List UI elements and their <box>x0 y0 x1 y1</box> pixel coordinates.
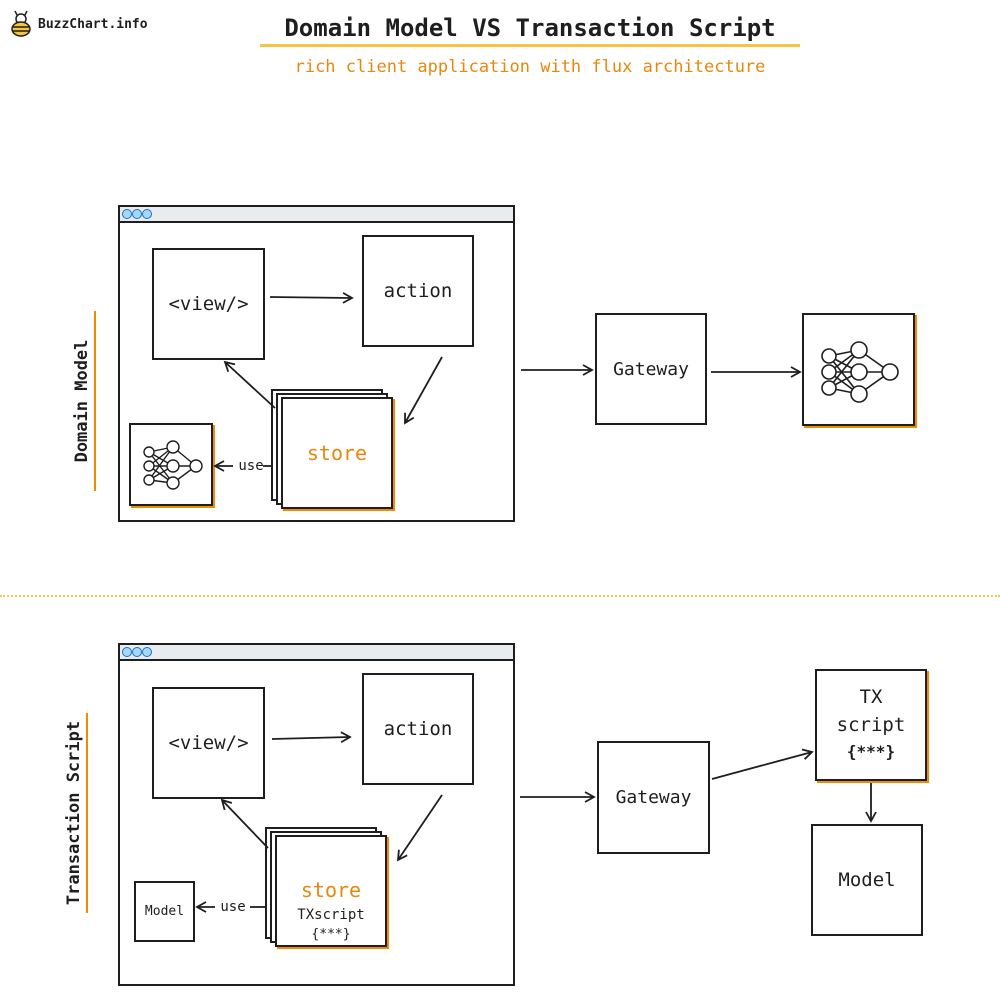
page-subtitle: rich client application with flux archit… <box>294 57 766 77</box>
gateway-label-tx: Gateway <box>615 787 692 808</box>
model-small-box-tx <box>134 881 195 942</box>
action-label-tx: action <box>383 718 453 740</box>
view-box-tx <box>152 687 265 799</box>
store-box-tx <box>275 835 387 947</box>
window-titlebar <box>120 207 513 223</box>
gateway-box-domain <box>595 313 707 425</box>
view-label-tx: <view/> <box>168 732 249 754</box>
tx-script-line2: script <box>836 714 906 736</box>
store-box-domain <box>281 397 393 509</box>
bee-icon <box>11 10 31 37</box>
store-label-domain: store <box>306 441 368 465</box>
model-label-tx: Model <box>838 869 896 891</box>
logo: BuzzChart.info <box>8 10 148 38</box>
view-box-domain <box>152 248 265 360</box>
use-label-domain: use <box>238 458 264 474</box>
action-box-tx <box>362 673 474 785</box>
page-title: Domain Model VS Transaction Script <box>260 12 800 47</box>
gateway-box-tx <box>597 741 710 854</box>
model-box-tx <box>811 824 923 936</box>
store-label-tx: store <box>300 878 362 902</box>
window-titlebar <box>120 645 513 661</box>
tx-script-line1: TX <box>859 686 883 708</box>
window-dot-icon <box>122 209 132 219</box>
action-box-domain <box>362 235 474 347</box>
tx-script-code: {***} <box>846 741 896 761</box>
domain-model-small <box>129 423 213 506</box>
gateway-label-domain: Gateway <box>613 358 689 380</box>
window-dot-icon <box>132 647 142 657</box>
section-divider <box>0 595 1000 597</box>
store-code-label-tx: {***} <box>311 926 351 942</box>
view-label-domain: <view/> <box>168 293 249 315</box>
action-label-domain: action <box>383 280 453 302</box>
section-label-domain-model: Domain Model <box>70 311 96 491</box>
window-dot-icon <box>142 647 152 657</box>
domain-model-big <box>802 313 915 426</box>
section-label-transaction-script: Transaction Script <box>62 713 88 913</box>
logo-text: BuzzChart.info <box>38 16 148 32</box>
store-sub-label-tx: TXscript <box>297 907 365 923</box>
model-small-label-tx: Model <box>144 904 185 919</box>
tx-script-box <box>815 669 927 781</box>
window-dot-icon <box>122 647 132 657</box>
window-dot-icon <box>132 209 142 219</box>
window-dot-icon <box>142 209 152 219</box>
use-label-tx: use <box>220 899 246 915</box>
arrow-gateway-to-txscript <box>711 748 814 780</box>
